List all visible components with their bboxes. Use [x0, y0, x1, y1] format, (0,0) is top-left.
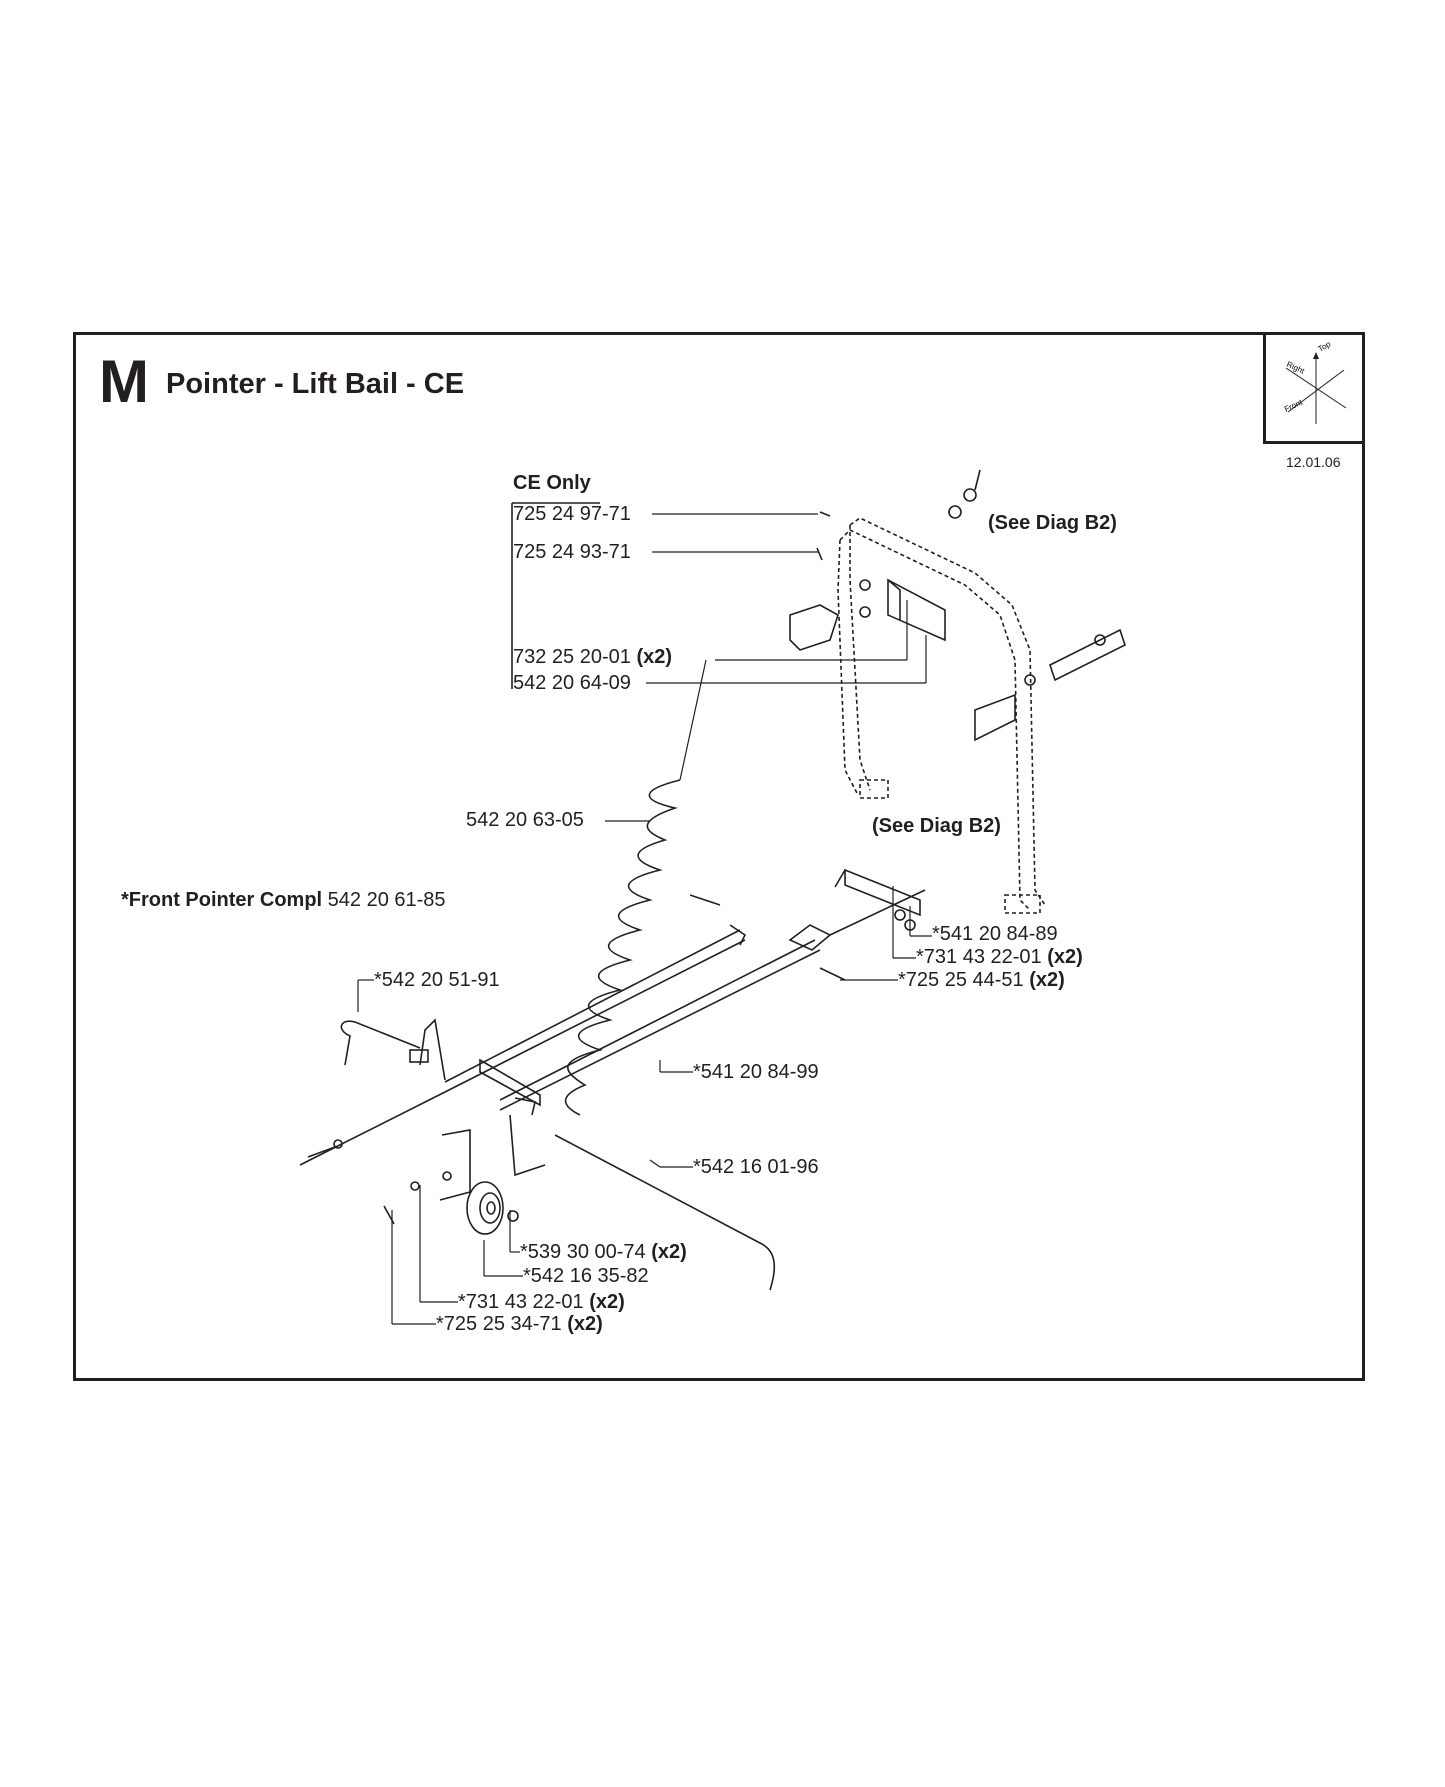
- lift-bail-frame: [837, 517, 1046, 914]
- orientation-indicator: Top Right Front: [1263, 332, 1365, 444]
- ce-only-heading: CE Only: [513, 472, 591, 494]
- hardware-bolts: [307, 469, 1106, 1225]
- front-pointer-name: *Front Pointer Compl: [121, 889, 323, 911]
- part-label-542-20-51-91: *542 20 51-91: [374, 969, 500, 991]
- part-label-542-20-64-09: 542 20 64-09: [513, 672, 631, 694]
- qty-x2: (x2): [567, 1313, 603, 1335]
- part-label-541-20-84-99: *541 20 84-99: [693, 1061, 819, 1083]
- qty-x2: (x2): [589, 1291, 625, 1313]
- qty-x2: (x2): [1029, 969, 1065, 991]
- qty-x2: (x2): [651, 1241, 687, 1263]
- front-pointer-bail: [340, 1020, 421, 1066]
- part-label-725-24-93-71: 725 24 93-71: [513, 541, 631, 563]
- revision-date: 12.01.06: [1286, 454, 1341, 470]
- section-letter: M: [99, 348, 149, 415]
- part-label-725-25-44-51: *725 25 44-51 (x2): [898, 969, 1065, 991]
- pointer-rod: [554, 1134, 776, 1291]
- pointer-wheel: [466, 1181, 504, 1235]
- leader-lines: [357, 513, 932, 1325]
- part-label-542-16-01-96: *542 16 01-96: [693, 1156, 819, 1178]
- mounting-brackets: [789, 578, 1126, 917]
- part-label-541-20-84-89: *541 20 84-89: [932, 923, 1058, 945]
- see-diag-b2-reference: (See Diag B2): [872, 815, 1001, 837]
- part-label-732-25-20-01: 732 25 20-01 (x2): [513, 646, 673, 668]
- pointer-rod-assembly: [299, 889, 926, 1201]
- part-label-725-25-34-71: *725 25 34-71 (x2): [436, 1313, 603, 1335]
- qty-x2: (x2): [1047, 946, 1083, 968]
- page-title: Pointer - Lift Bail - CE: [166, 368, 465, 400]
- part-label-539-30-00-74: *539 30 00-74 (x2): [520, 1241, 687, 1263]
- orientation-axes-icon: Top Right Front: [1283, 339, 1347, 424]
- part-label-542-16-35-82: *542 16 35-82: [523, 1265, 649, 1287]
- ce-group-bracket: [511, 502, 600, 689]
- see-diag-b2-reference: (See Diag B2): [988, 512, 1117, 534]
- qty-x2: (x2): [636, 646, 673, 668]
- front-pointer-part: 542 20 61-85: [327, 889, 446, 911]
- part-label-725-24-97-71: 725 24 97-71: [513, 503, 631, 525]
- diagram-frame: [73, 332, 1365, 1381]
- part-label-731-43-22-01: *731 43 22-01 (x2): [916, 946, 1083, 968]
- part-label-542-20-63-05: 542 20 63-05: [466, 809, 584, 831]
- front-pointer-assembly-label: *Front Pointer Compl 542 20 61-85: [121, 888, 446, 912]
- part-label-731-43-22-01: *731 43 22-01 (x2): [458, 1291, 625, 1313]
